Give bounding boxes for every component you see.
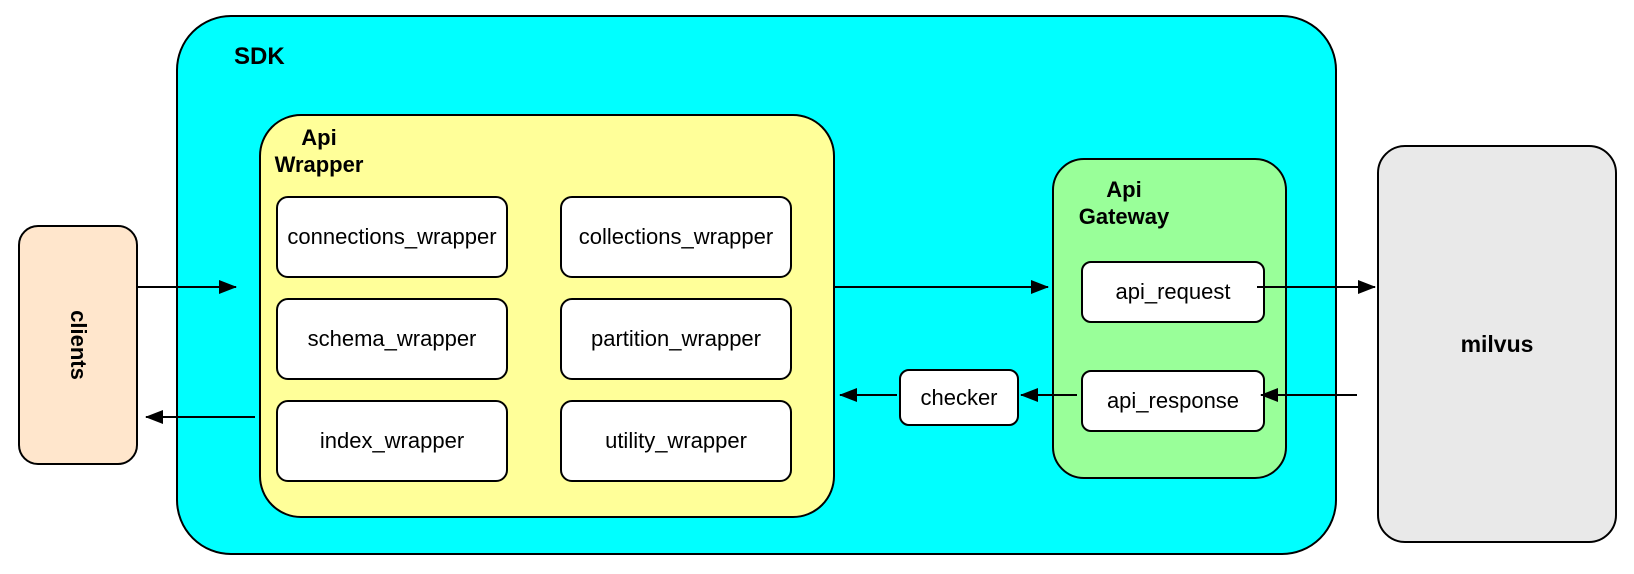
checker-node: checker bbox=[899, 369, 1019, 426]
milvus-node: milvus bbox=[1377, 145, 1617, 543]
wrapper-box-connections: connections_wrapper bbox=[276, 196, 508, 278]
wrapper-box-schema: schema_wrapper bbox=[276, 298, 508, 380]
api-wrapper-container: Api Wrapper connections_wrapper collecti… bbox=[259, 114, 835, 518]
clients-node: clients bbox=[18, 225, 138, 465]
api-response-node: api_response bbox=[1081, 370, 1265, 432]
wrapper-box-index: index_wrapper bbox=[276, 400, 508, 482]
sdk-label: SDK bbox=[234, 43, 285, 70]
api-gateway-container: Api Gateway api_request api_response bbox=[1052, 158, 1287, 479]
wrapper-box-collections: collections_wrapper bbox=[560, 196, 792, 278]
api-request-node: api_request bbox=[1081, 261, 1265, 323]
wrapper-box-utility: utility_wrapper bbox=[560, 400, 792, 482]
api-gateway-label: Api Gateway bbox=[1078, 177, 1170, 229]
clients-label: clients bbox=[66, 310, 91, 380]
wrapper-box-partition: partition_wrapper bbox=[560, 298, 792, 380]
api-wrapper-label: Api Wrapper bbox=[274, 125, 364, 177]
sdk-container: SDK Api Wrapper connections_wrapper coll… bbox=[176, 15, 1337, 555]
